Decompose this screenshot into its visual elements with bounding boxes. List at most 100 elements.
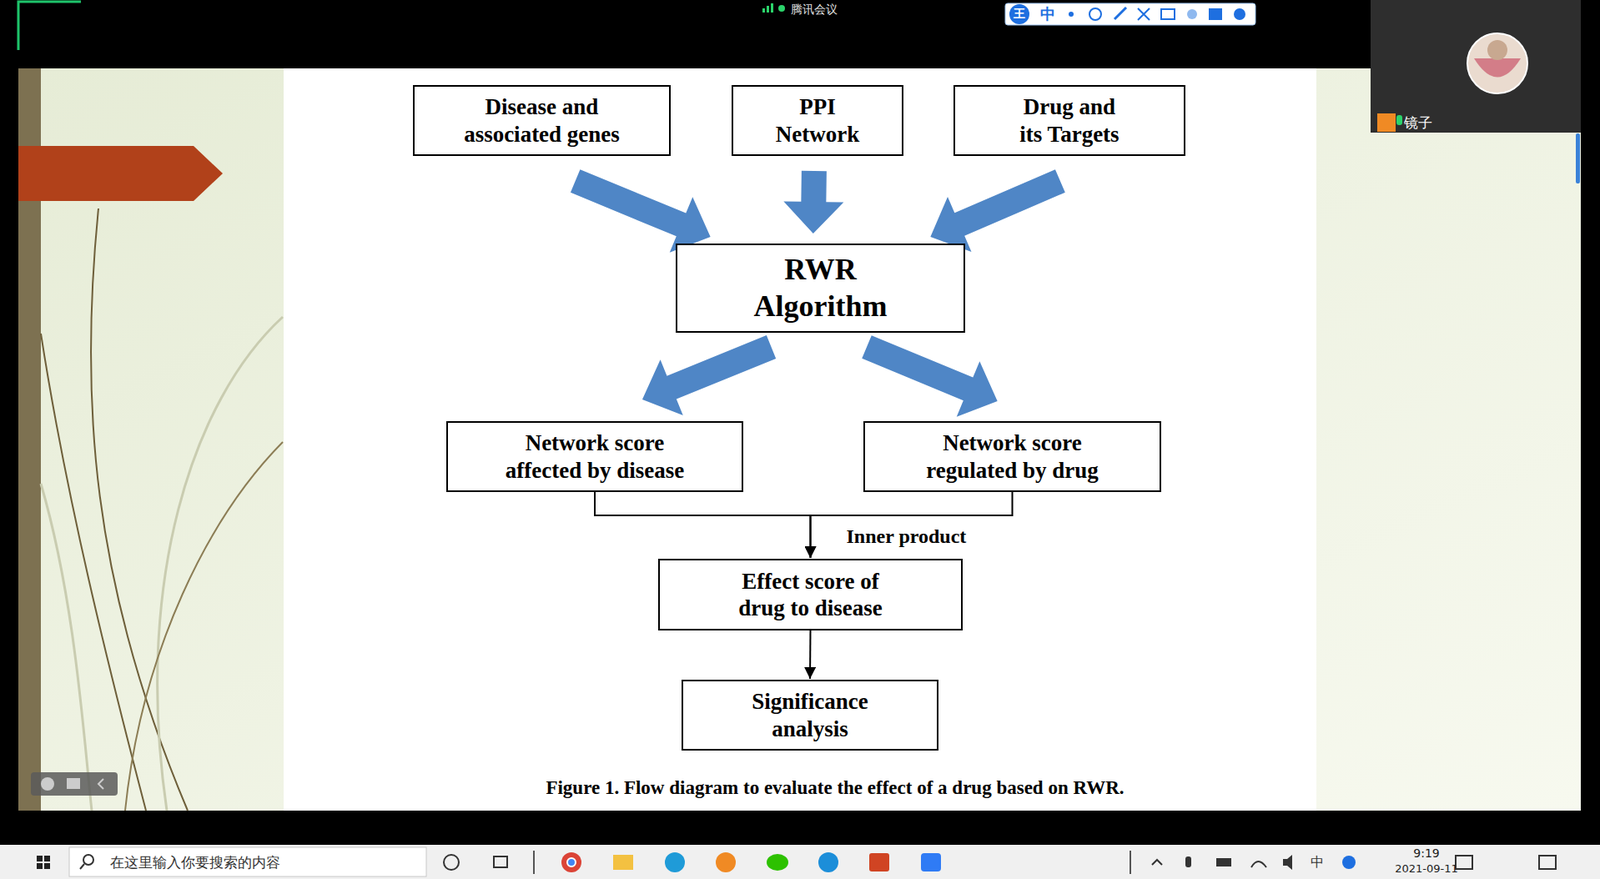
action-center-icon [1539,855,1556,870]
wechat-icon [766,854,789,871]
explorer-icon [613,855,634,871]
flow-arrow [810,492,1013,559]
mic-icon [1396,115,1403,126]
search-box [69,847,427,877]
avatar-detail [1474,58,1521,78]
box-text: Effect score of drug to disease [689,568,932,623]
process-box: RWR Algorithm [675,243,966,333]
logo-pane [36,863,43,870]
decor-curve [157,316,283,811]
app-icon [715,852,736,873]
participant-name: 镜子 [1403,113,1433,133]
box-text: Disease and associated genes [429,93,655,148]
status-dot [778,5,785,12]
ime-icon [1208,8,1223,21]
ime-bar [1005,3,1256,26]
ime-mode: 中 [1040,4,1056,25]
video-bg [1370,0,1581,133]
block-arrow [570,169,711,253]
block-arrow [642,335,776,416]
flow-arrow [809,630,812,680]
ime-logo-text: 王 [1013,6,1026,22]
box-text: Drug and its Targets [986,93,1153,148]
logo-pane [44,855,51,862]
decor-curve [40,333,146,811]
clock-date: 2021-09-11 [1394,862,1459,876]
process-box: Drug and its Targets [953,85,1186,156]
slide-ground [18,68,1581,811]
signal-bar [770,3,774,13]
scroll-bar [1575,133,1580,184]
meeting-icon [920,853,941,872]
process-box: Disease and associated genes [412,85,671,156]
decor-curve [90,208,188,811]
box-text: RWR Algorithm [729,251,913,324]
chrome-icon [561,852,582,873]
tray-icon [1283,855,1293,871]
block-arrow [861,335,997,418]
avatar-detail [1487,40,1508,61]
user-icon [1377,113,1396,132]
signal-bar [766,5,770,13]
ime-icon [1137,8,1150,21]
chrome-icon [567,858,576,867]
flow-arrow [594,492,811,559]
ime-icon [1187,9,1198,20]
logo-pane [36,855,43,862]
windows-logo [36,855,51,870]
ppt-icon [869,853,890,872]
slide-tab-arrow [18,145,223,202]
slide-toolbar [30,772,118,796]
taskbar-bg [0,845,1600,879]
process-box: Network score affected by disease [446,421,744,493]
ime-icon [1089,8,1102,21]
taskbar-divider [533,850,535,875]
tray-icon [1185,856,1192,868]
search-placeholder: 在这里输入你要搜索的内容 [110,853,281,873]
box-text: Network score regulated by drug [887,429,1138,484]
video-panel [1370,0,1581,133]
input-mode: 中 [1310,854,1324,872]
decor-curve [40,483,92,811]
notification-icon [1455,855,1473,870]
taskbar-divider [1129,850,1132,875]
clock-time: 9:19 [1413,846,1439,861]
ie-icon [818,852,839,873]
signal-icon [762,3,785,13]
edge-label: Inner product [844,525,970,549]
box-text: PPI Network [763,93,872,148]
search-icon [83,855,94,866]
box-text: Significance analysis [714,688,906,743]
slide-figure-area [283,68,1317,811]
toolbar-icon [98,779,104,790]
share-frame-corner [18,1,81,51]
process-box: Effect score of drug to disease [658,558,963,631]
logo-pane [44,863,51,870]
edge-icon [664,852,685,873]
tray-icon [1251,861,1267,868]
block-arrow [783,171,844,234]
box-text: Network score affected by disease [469,429,720,484]
ime-toolbar [1005,3,1256,26]
app-title: 腾讯会议 [790,2,838,18]
search-icon [80,864,85,870]
avatar [1467,33,1528,94]
decor-curve [125,442,283,811]
toolbar-icon [66,778,81,790]
tray-icon [1216,858,1232,867]
toolbar-icon [40,777,55,791]
taskview-icon [493,856,508,868]
ime-icon [1233,8,1246,21]
ime-icon [1161,9,1175,20]
tray-icon [1342,855,1356,870]
figure-caption: Figure 1. Flow diagram to evaluate the e… [545,777,1124,800]
signal-bar [762,8,765,13]
block-arrow [930,169,1065,252]
process-box: PPI Network [731,85,904,156]
toolbar-bg [30,772,118,796]
tray-icon [1152,860,1163,866]
ime-icon [1114,7,1127,20]
cortana-icon [443,855,459,871]
